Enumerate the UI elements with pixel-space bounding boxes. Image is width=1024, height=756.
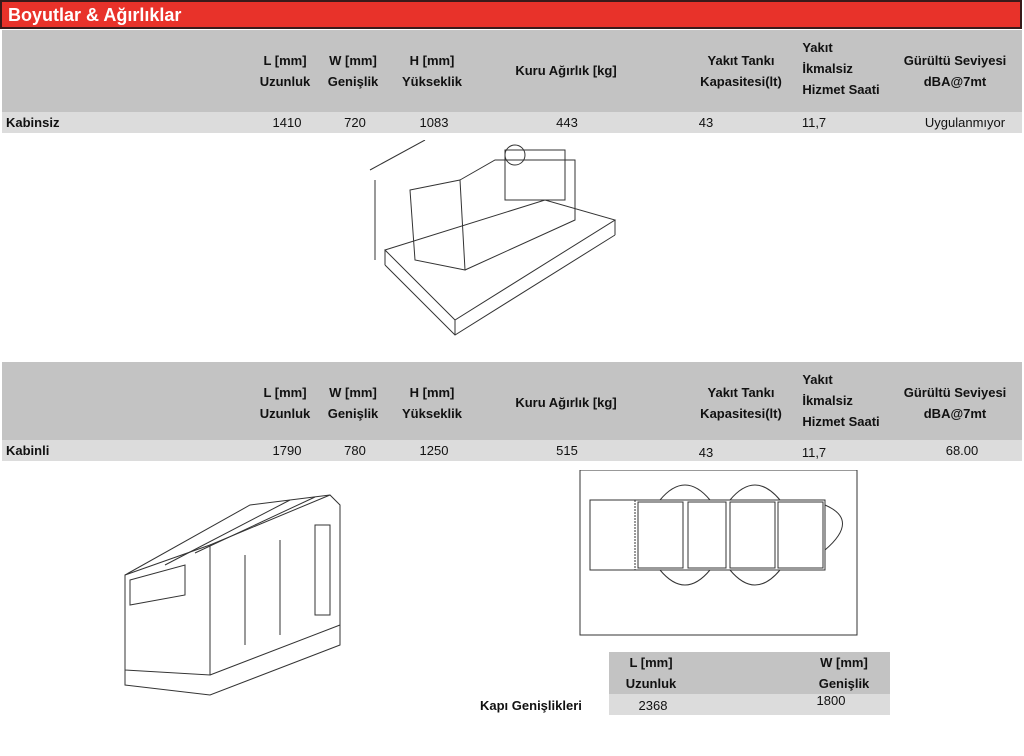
col-h: H [mm]Yükseklik bbox=[402, 385, 462, 421]
canopy-top-view-drawing bbox=[579, 470, 858, 636]
cell-h: 1083 bbox=[419, 115, 449, 130]
cell-h: 1250 bbox=[419, 443, 449, 458]
cell-w: 720 bbox=[344, 115, 366, 130]
door-cell-w: 1800 bbox=[816, 693, 846, 708]
cell-tank: 43 bbox=[698, 115, 714, 130]
door-table-row: 2368 1800 bbox=[609, 693, 890, 715]
row-label: Kabinli bbox=[6, 443, 50, 458]
canopy-table-row: Kabinli 1790 780 1250 515 43 11,7 68.00 bbox=[2, 440, 1022, 461]
cell-noise: Uygulanmıyor bbox=[924, 115, 1006, 130]
cell-l: 1790 bbox=[272, 443, 302, 458]
col-l: L [mm]Uzunluk bbox=[259, 385, 311, 421]
section-title-bar: Boyutlar & Ağırlıklar bbox=[0, 0, 1022, 29]
cell-runtime: 11,7 bbox=[801, 115, 827, 130]
row-label: Kabinsiz bbox=[6, 115, 60, 130]
col-h: H [mm]Yükseklik bbox=[402, 53, 462, 89]
door-col-l: L [mm]Uzunluk bbox=[625, 655, 677, 691]
cell-noise: 68.00 bbox=[945, 443, 979, 458]
cell-tank: 43 bbox=[698, 445, 714, 460]
cell-w: 780 bbox=[344, 443, 366, 458]
cell-runtime: 11,7 bbox=[801, 445, 827, 460]
cell-l: 1410 bbox=[272, 115, 302, 130]
door-table-header: L [mm]Uzunluk W [mm]Genişlik bbox=[609, 652, 890, 694]
col-w: W [mm]Genişlik bbox=[327, 385, 379, 421]
col-w: W [mm]Genişlik bbox=[327, 53, 379, 89]
open-generator-drawing bbox=[369, 140, 617, 336]
canopy-generator-drawing bbox=[124, 494, 341, 696]
door-cell-l: 2368 bbox=[638, 698, 668, 713]
cell-weight: 443 bbox=[556, 115, 578, 130]
cell-weight: 515 bbox=[556, 443, 578, 458]
door-widths-label: Kapı Genişlikleri bbox=[480, 698, 582, 713]
section-title: Boyutlar & Ağırlıklar bbox=[8, 5, 182, 25]
col-l: L [mm]Uzunluk bbox=[259, 53, 311, 89]
col-weight: Kuru Ağırlık [kg] bbox=[515, 395, 617, 410]
open-table-header: L [mm]Uzunluk W [mm]Genişlik H [mm]Yükse… bbox=[2, 30, 1022, 112]
door-col-w: W [mm]Genişlik bbox=[818, 655, 870, 691]
canopy-table-header: L [mm]Uzunluk W [mm]Genişlik H [mm]Yükse… bbox=[2, 362, 1022, 442]
col-weight: Kuru Ağırlık [kg] bbox=[515, 63, 617, 78]
open-table-row: Kabinsiz 1410 720 1083 443 43 11,7 Uygul… bbox=[2, 112, 1022, 133]
